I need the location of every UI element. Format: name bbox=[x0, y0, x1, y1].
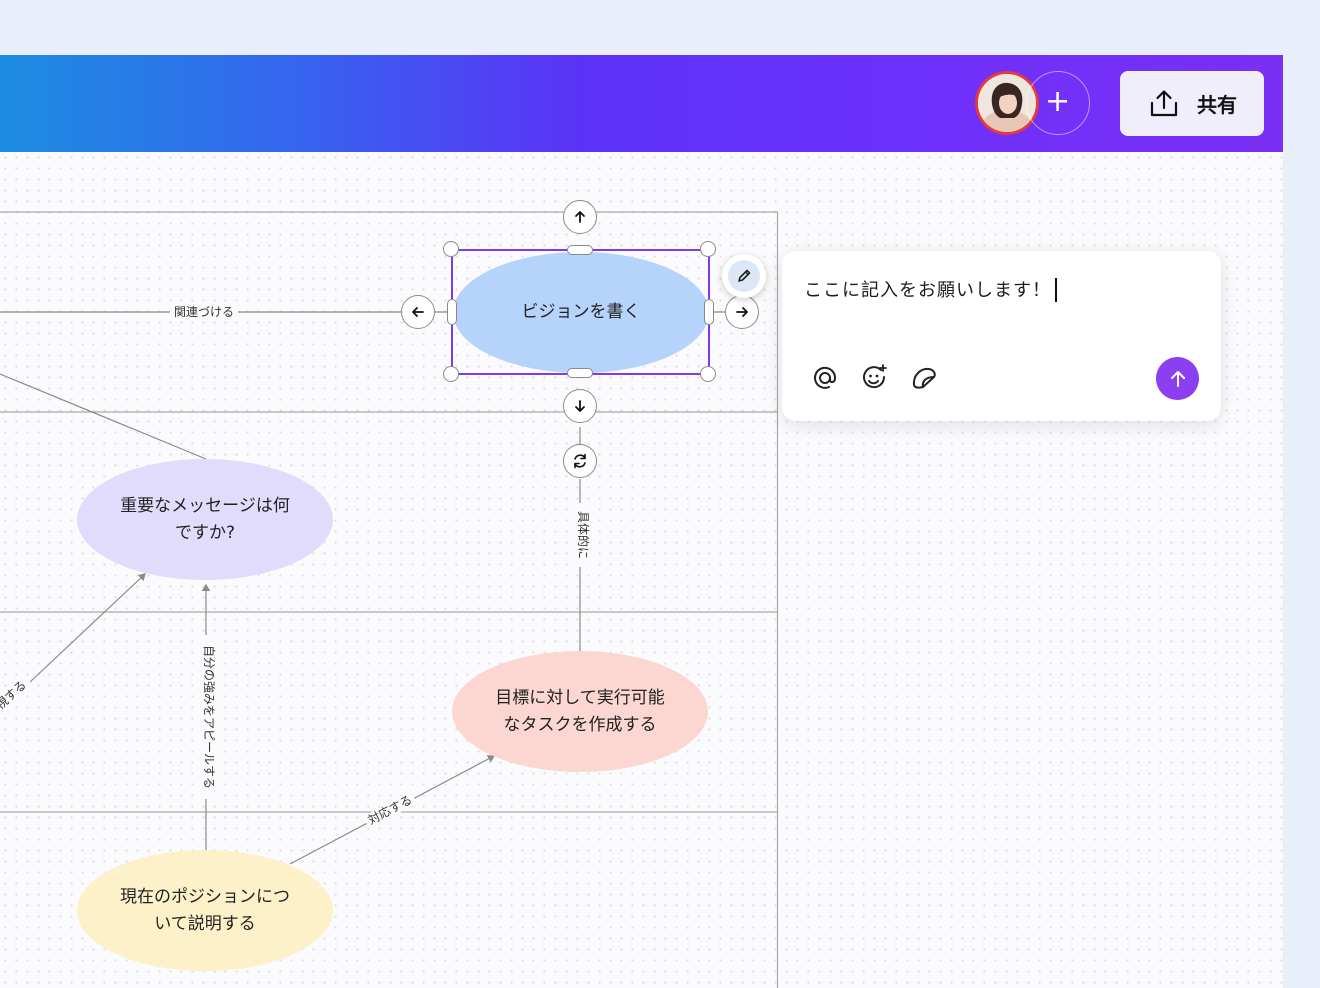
plus-icon: + bbox=[1045, 84, 1071, 119]
upload-share-icon bbox=[1150, 89, 1178, 116]
node-position-line1: 現在のポジションにつ bbox=[120, 886, 290, 907]
edge-label-relate: 関連づける bbox=[170, 305, 239, 319]
arrow-up-icon bbox=[1170, 370, 1185, 387]
resize-handle-top[interactable] bbox=[567, 245, 593, 255]
mention-icon[interactable] bbox=[810, 363, 840, 393]
resize-handle-right[interactable] bbox=[704, 299, 714, 325]
node-position-line2: いて説明する bbox=[154, 913, 256, 934]
arrow-down-icon bbox=[575, 400, 585, 412]
node-key-message-line2: ですか? bbox=[174, 522, 235, 543]
comment-panel: ここに記入をお願いします！ bbox=[782, 251, 1221, 421]
node-current-position[interactable]: 現在のポジションにつ いて説明する bbox=[77, 850, 333, 971]
add-node-down-button[interactable] bbox=[563, 389, 597, 423]
node-key-message[interactable]: 重要なメッセージは何 ですか? bbox=[77, 459, 333, 580]
page-background bbox=[0, 0, 1320, 55]
reconnect-button[interactable] bbox=[563, 444, 597, 478]
node-key-message-line1: 重要なメッセージは何 bbox=[120, 495, 290, 516]
arrow-right-icon bbox=[736, 307, 748, 317]
edge-label-specific: 具体的に bbox=[576, 503, 590, 567]
comment-input-text: ここに記入をお願いします！ bbox=[804, 280, 1051, 301]
node-vision-label: ビジョンを書く bbox=[521, 302, 641, 322]
send-comment-button[interactable] bbox=[1156, 357, 1199, 400]
arrow-up-icon bbox=[575, 211, 585, 223]
refresh-icon bbox=[574, 453, 586, 469]
arrow-left-icon bbox=[412, 307, 424, 317]
add-node-right-button[interactable] bbox=[725, 295, 759, 329]
right-gutter bbox=[1283, 55, 1320, 988]
edge-label-appeal: 自分の強みをアピールする bbox=[202, 635, 216, 799]
text-caret bbox=[1055, 278, 1057, 302]
node-goals-line2: なタスクを作成する bbox=[503, 714, 657, 735]
add-node-left-button[interactable] bbox=[401, 295, 435, 329]
share-label: 共有 bbox=[1197, 93, 1237, 117]
resize-handle-bottom-left[interactable] bbox=[443, 366, 459, 382]
add-node-up-button[interactable] bbox=[563, 200, 597, 234]
sticker-icon[interactable] bbox=[909, 363, 939, 393]
selection-box bbox=[451, 249, 710, 375]
share-button[interactable]: 共有 bbox=[1120, 71, 1264, 136]
resize-handle-bottom-right[interactable] bbox=[700, 366, 716, 382]
edit-node-button[interactable] bbox=[722, 254, 766, 298]
resize-handle-top-left[interactable] bbox=[443, 241, 459, 257]
emoji-icon[interactable] bbox=[859, 363, 889, 393]
comment-input[interactable]: ここに記入をお願いします！ bbox=[804, 276, 1057, 302]
pencil-icon bbox=[738, 269, 751, 282]
board-lines bbox=[0, 211, 779, 988]
node-goals-tasks[interactable]: 目標に対して実行可能 なタスクを作成する bbox=[452, 651, 708, 772]
resize-handle-left[interactable] bbox=[447, 299, 457, 325]
node-goals-line1: 目標に対して実行可能 bbox=[495, 687, 665, 708]
resize-handle-top-right[interactable] bbox=[700, 241, 716, 257]
add-collaborator-button[interactable]: + bbox=[1026, 71, 1090, 135]
header-bar bbox=[0, 55, 1283, 152]
resize-handle-bottom[interactable] bbox=[567, 368, 593, 378]
node-vision[interactable]: ビジョンを書く bbox=[453, 252, 709, 373]
